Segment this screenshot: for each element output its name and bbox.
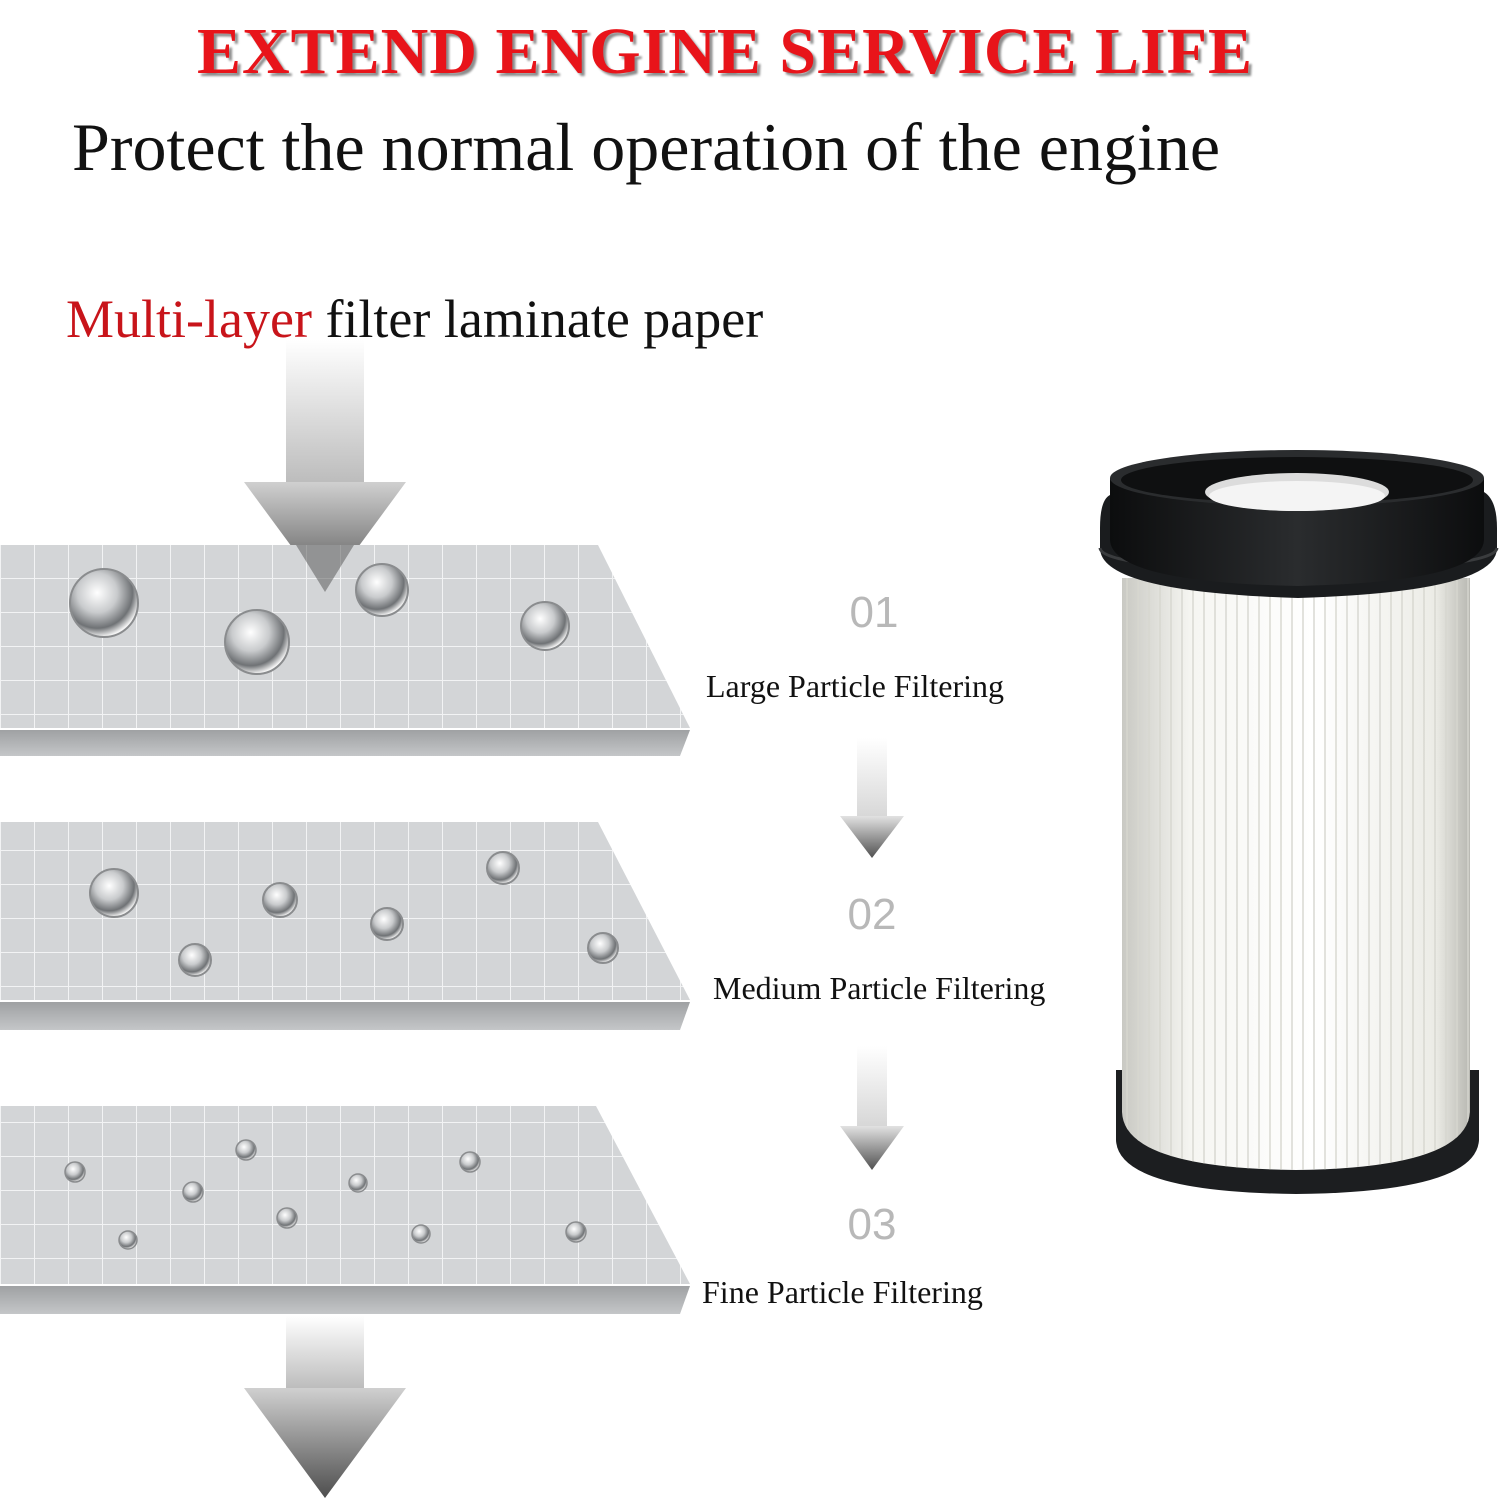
step-1-number: 01 xyxy=(849,588,899,637)
step-arrow-1 xyxy=(840,738,904,858)
filter-layer-2 xyxy=(0,822,690,1030)
step-2-label: Medium Particle Filtering xyxy=(713,970,1046,1006)
medium-particles xyxy=(89,851,619,977)
headline: EXTEND ENGINE SERVICE LIFE xyxy=(196,15,1254,88)
fuel-filter-product xyxy=(1098,450,1499,1194)
step-3-label: Fine Particle Filtering xyxy=(702,1274,983,1310)
bottom-flow-arrow xyxy=(244,1316,406,1498)
filter-layer-3 xyxy=(0,1106,690,1314)
fine-particles xyxy=(64,1139,587,1250)
step-3-number: 03 xyxy=(847,1200,897,1249)
top-arrow-tip xyxy=(296,545,354,592)
large-particles xyxy=(69,563,570,675)
step-1-label: Large Particle Filtering xyxy=(706,668,1004,704)
filter-layer-1 xyxy=(0,545,690,756)
step-2-number: 02 xyxy=(847,890,897,939)
layers-heading-rest: filter laminate paper xyxy=(311,289,764,349)
layers-heading: Multi-layer filter laminate paper xyxy=(66,288,763,350)
layers-heading-accent: Multi-layer xyxy=(66,289,312,349)
step-arrow-2 xyxy=(840,1046,904,1170)
top-flow-arrow xyxy=(244,340,406,592)
subheadline: Protect the normal operation of the engi… xyxy=(72,109,1221,185)
